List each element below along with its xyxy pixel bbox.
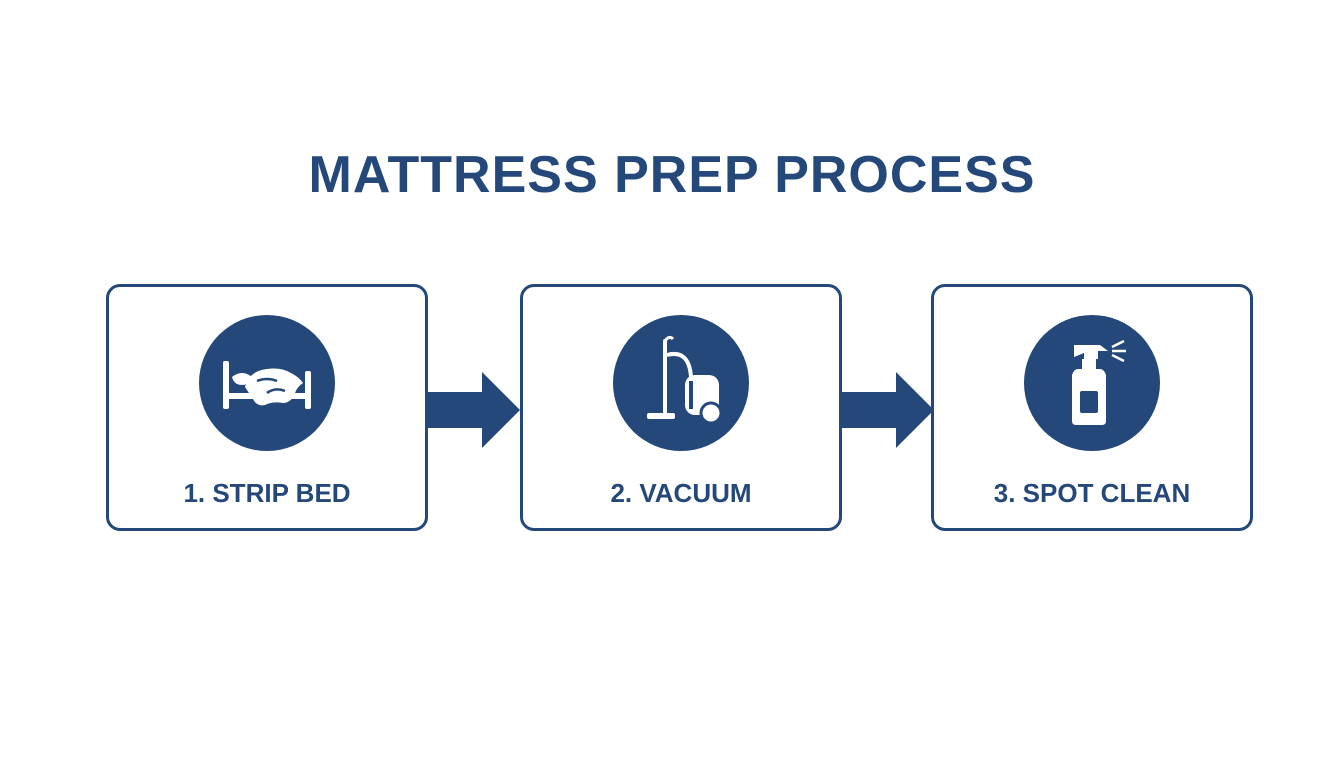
step-strip-bed: 1. STRIP BED [106,284,428,531]
arrow-right-icon [428,372,520,448]
step-spot-clean: 3. SPOT CLEAN [931,284,1253,531]
diagram-title: MATTRESS PREP PROCESS [308,146,1036,204]
bed-sheet-icon [199,315,335,451]
step-label: 3. SPOT CLEAN [993,478,1191,508]
step-label: 2. VACUUM [610,478,752,508]
step-label: 1. STRIP BED [183,478,351,508]
vacuum-icon [613,315,749,451]
spray-bottle-icon [1024,315,1160,451]
step-vacuum: 2. VACUUM [520,284,842,531]
arrow-right-icon [842,372,934,448]
